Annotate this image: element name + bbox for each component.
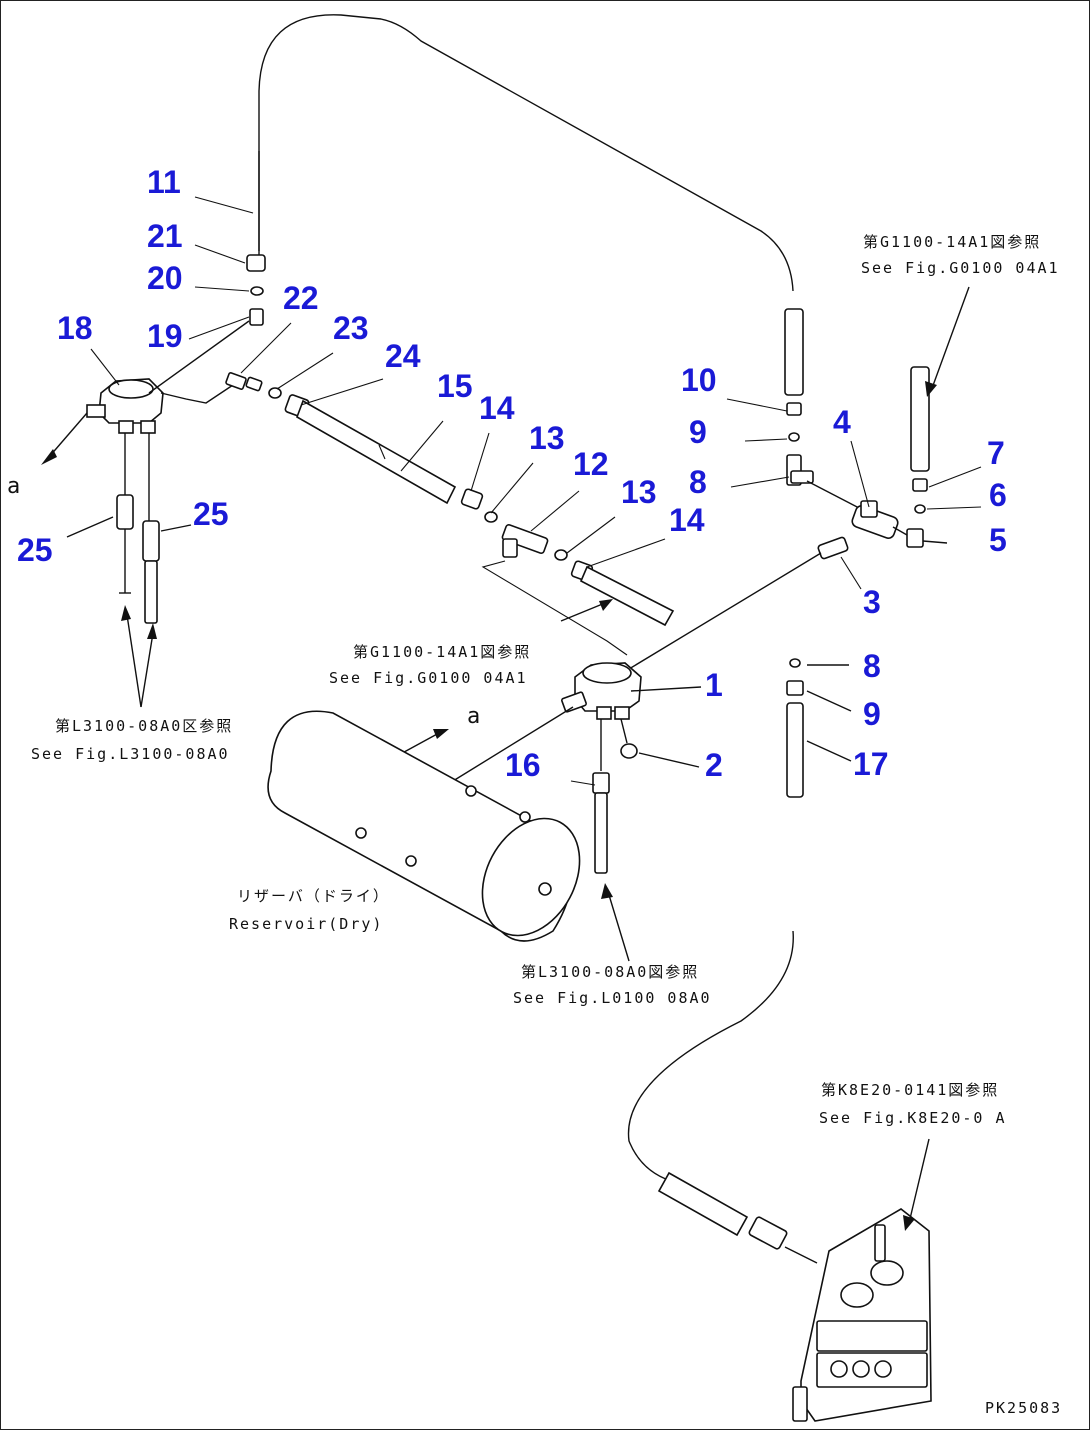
tube-15 (296, 399, 457, 505)
callout-12: 12 (573, 446, 609, 482)
callout-4: 4 (833, 404, 851, 440)
callout-13a: 13 (529, 420, 565, 456)
callout-24: 24 (385, 338, 421, 374)
ref1-en: See Fig.G0100 04A1 (861, 259, 1060, 277)
ref5-en: See Fig.K8E20-0 A (819, 1109, 1007, 1127)
callout-9a: 9 (689, 414, 707, 450)
ref1-jp: 第G1100-14A1図参照 (863, 233, 1041, 251)
ref3-jp: 第L3100-08A0区参照 (55, 717, 233, 735)
tee-8 (786, 454, 814, 486)
tee-12 (501, 524, 549, 558)
ref2-jp: 第G1100-14A1図参照 (353, 643, 531, 661)
sleeve-13b (554, 549, 568, 561)
ref5-jp: 第K8E20-0141図参照 (821, 1081, 999, 1099)
sensor-25b (142, 520, 160, 562)
callout-7: 7 (987, 435, 1005, 471)
tube-25b (144, 560, 158, 624)
arrow-a-left (48, 412, 88, 458)
lower-hose-line (627, 930, 794, 1182)
callout-2: 2 (705, 747, 723, 783)
fittings-22-24 (225, 372, 310, 418)
callout-3: 3 (863, 584, 881, 620)
hose-17 (786, 702, 804, 798)
callout-1: 1 (705, 667, 723, 703)
upper-hose-line (258, 14, 794, 292)
valve-1 (561, 662, 642, 720)
fitting-lower (748, 1216, 788, 1250)
sleeve-6 (914, 504, 926, 514)
ref2-en: See Fig.G0100 04A1 (329, 669, 528, 687)
connector-5 (906, 528, 924, 548)
tee-4 (851, 500, 899, 539)
ref4-jp: 第L3100-08A0図参照 (521, 963, 699, 981)
connector-3 (817, 536, 849, 560)
hose-lower (657, 1171, 749, 1237)
callout-9b: 9 (863, 696, 881, 732)
callout-10: 10 (681, 362, 717, 398)
callout-8b: 8 (863, 648, 881, 684)
hose-upper-right (784, 308, 804, 396)
valve18-to-22 (160, 384, 234, 404)
nut-10 (786, 402, 802, 416)
callout-14a: 14 (479, 390, 515, 426)
tube-16 (594, 792, 608, 874)
tube-14-out (579, 565, 675, 627)
callout-19: 19 (147, 318, 183, 354)
callout-25a: 25 (17, 532, 53, 568)
callout-8a: 8 (689, 464, 707, 500)
callout-11: 11 (147, 164, 181, 200)
bracket-assembly (792, 1208, 932, 1422)
nut-9b (786, 680, 804, 696)
arrow-a-left-head (41, 449, 57, 465)
callout-17: 17 (853, 746, 889, 782)
callout-15: 15 (437, 368, 473, 404)
reservoir-label-jp: リザーバ（ドライ） (237, 887, 390, 905)
callout-5: 5 (989, 522, 1007, 558)
hose-right (910, 366, 930, 472)
plug-2 (620, 743, 638, 759)
callout-23: 23 (333, 310, 369, 346)
callout-13b: 13 (621, 474, 657, 510)
callout-25b: 25 (193, 496, 229, 532)
callout-18: 18 (57, 310, 93, 346)
reservoir-tank (267, 710, 581, 942)
callout-20: 20 (147, 260, 183, 296)
callout-16: 16 (505, 747, 541, 783)
callout-22: 22 (283, 280, 319, 316)
label-a-left: a (7, 474, 22, 499)
valve18-to-19 (148, 320, 250, 394)
callout-14b: 14 (669, 502, 705, 538)
sleeve-13a (484, 511, 498, 523)
ref3-en: See Fig.L3100-08A0 (31, 745, 230, 763)
sleeve-20 (250, 286, 264, 296)
sleeve-9 (788, 432, 800, 442)
sleeve-8b (789, 658, 801, 668)
fitting-16 (592, 772, 610, 794)
callout-21: 21 (147, 218, 183, 254)
nut-7 (912, 478, 928, 492)
label-a-center: a (467, 704, 482, 729)
sensor-25a (116, 494, 134, 530)
nut-21 (246, 254, 266, 272)
callout-6: 6 (989, 477, 1007, 513)
nut-14a (460, 488, 484, 510)
ref4-en: See Fig.L0100 08A0 (513, 989, 712, 1007)
line-3-to-1 (628, 552, 822, 670)
drawing-code: PK25083 (985, 1399, 1062, 1417)
valve-18 (86, 378, 164, 434)
elbow-19 (249, 308, 264, 326)
reservoir-label-en: Reservoir(Dry) (229, 915, 383, 933)
